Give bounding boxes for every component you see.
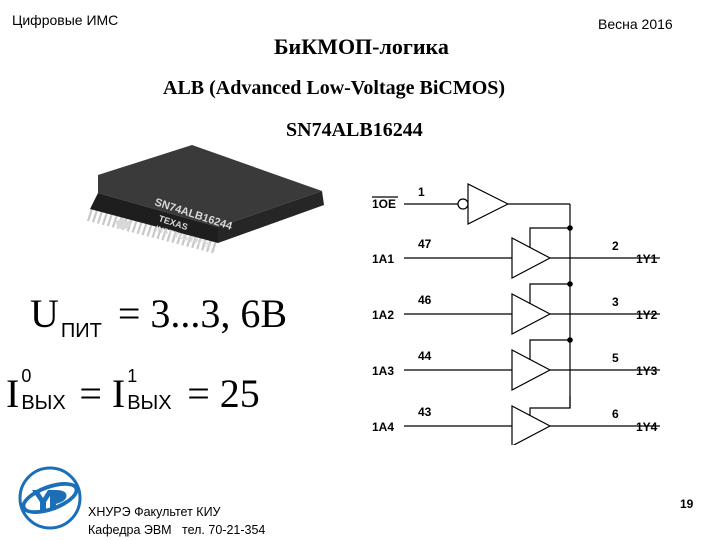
- buffer-symbol-4: [511, 405, 552, 445]
- chip-pin: [176, 231, 183, 245]
- output-pin-1: 2: [612, 239, 619, 253]
- chip-pin: [141, 222, 148, 236]
- chip-photo: SN74ALB16244 TEXAS INSTRUMENTS: [86, 145, 324, 254]
- i0-symbol: I: [6, 371, 20, 416]
- chip-pins: [86, 208, 218, 254]
- buffer-channel-4: 1A4 43 6 1Y4: [372, 396, 660, 445]
- input-label-1: 1A1: [372, 252, 394, 266]
- i0-superscript: 0: [21, 366, 32, 386]
- i-value: = 25: [187, 371, 260, 416]
- input-pin-1: 47: [418, 237, 432, 251]
- chip-pin: [191, 235, 198, 249]
- buffer-channel-3: 1A3 44 5 1Y3: [372, 337, 660, 391]
- footer-info: ХНУРЭ Факультет КИУ Кафедра ЭВМ тел. 70-…: [88, 503, 265, 539]
- chip-pin: [131, 220, 138, 233]
- slide-title: БиКМОП-логика: [274, 34, 449, 59]
- chip-pin: [101, 212, 108, 226]
- output-pin-4: 6: [612, 407, 619, 421]
- i1-superscript: 1: [127, 366, 138, 386]
- u-value: = 3...3, 6B: [117, 291, 288, 336]
- buffer-symbol-1: [511, 237, 552, 279]
- chip-pin: [171, 230, 178, 244]
- slide-subtitle-family: ALB (Advanced Low-Voltage BiCMOS): [163, 77, 506, 99]
- page-number: 19: [680, 497, 694, 511]
- input-pin-2: 46: [418, 293, 432, 307]
- input-label-4: 1A4: [372, 420, 394, 434]
- buffer-symbol-2: [511, 293, 552, 335]
- chip-pin: [136, 221, 143, 235]
- chip-pin: [186, 234, 193, 247]
- junction-1: [567, 225, 573, 231]
- oe-inverter-bubble: [457, 198, 469, 210]
- chip-pin: [111, 215, 118, 228]
- u-symbol: U: [30, 291, 59, 336]
- oe-pin-number: 1: [418, 185, 425, 199]
- university-logo-icon: [18, 466, 82, 530]
- chip-pin: [151, 225, 158, 238]
- chip-top: [98, 145, 322, 227]
- chip-pin: [96, 211, 103, 224]
- chip-side-face: [218, 191, 324, 243]
- chip-pin: [146, 224, 153, 237]
- i0-subscript: ВЫХ: [21, 392, 66, 414]
- output-pin-3: 5: [612, 351, 619, 365]
- buffer-symbol-3: [511, 349, 552, 391]
- output-pin-2: 3: [612, 295, 619, 309]
- output-label-1: 1Y1: [636, 252, 658, 266]
- chip-pin: [181, 232, 188, 246]
- buffer-schematic: 1OE 1 1A1 47 2 1Y1 1A2 46 3 1Y2 1A3 44 5: [372, 183, 660, 445]
- input-pin-3: 44: [418, 349, 432, 363]
- output-current-formula: I 0 ВЫХ = I 1 ВЫХ = 25: [6, 366, 260, 417]
- i-equals: =: [79, 371, 102, 416]
- enable-wire-2: [529, 283, 570, 304]
- input-pin-4: 43: [418, 405, 432, 419]
- chip-pin: [205, 239, 213, 253]
- i1-subscript: ВЫХ: [127, 392, 172, 414]
- oe-label: 1OE: [372, 197, 396, 211]
- output-label-2: 1Y2: [636, 308, 658, 322]
- chip-front-face: [90, 193, 218, 243]
- enable-wire-4: [529, 396, 571, 416]
- chip-pin: [106, 213, 113, 227]
- chip-pin: [91, 209, 99, 223]
- slide-subtitle-part: SN74ALB16244: [286, 119, 423, 141]
- output-label-4: 1Y4: [636, 420, 658, 434]
- chip-pin: [161, 227, 168, 241]
- chip-pin: [166, 229, 173, 242]
- oe-buffer-symbol: [467, 183, 510, 225]
- i1-symbol: I: [111, 371, 126, 416]
- chip-pin: [201, 238, 208, 251]
- course-name: Цифровые ИМС: [12, 12, 119, 28]
- enable-wire-1: [529, 227, 570, 248]
- junction-3: [567, 337, 573, 343]
- footer-faculty: ХНУРЭ Факультет КИУ: [88, 505, 221, 519]
- semester-label: Весна 2016: [598, 16, 673, 32]
- buffer-channel-1: 1A1 47 2 1Y1: [372, 225, 660, 279]
- enable-wire-3: [529, 339, 570, 360]
- u-subscript: ПИТ: [60, 320, 102, 342]
- chip-pin: [86, 208, 94, 222]
- input-label-3: 1A3: [372, 364, 394, 378]
- chip-pin: [210, 240, 218, 254]
- junction-2: [567, 281, 573, 287]
- ti-logo-icon: [116, 218, 131, 230]
- input-label-2: 1A2: [372, 308, 394, 322]
- chip-pin: [196, 236, 203, 250]
- chip-pin: [156, 226, 163, 240]
- footer-department: Кафедра ЭВМ тел. 70-21-354: [88, 523, 266, 537]
- buffer-channel-2: 1A2 46 3 1Y2: [372, 281, 660, 335]
- output-label-3: 1Y3: [636, 364, 658, 378]
